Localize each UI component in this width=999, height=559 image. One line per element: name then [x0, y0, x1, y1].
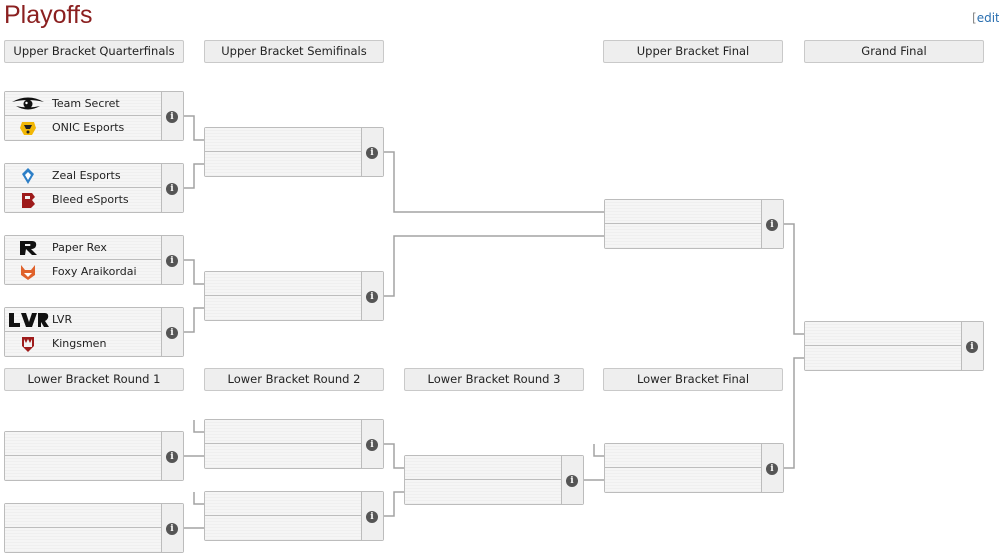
connector-lbr2-2 — [384, 491, 404, 517]
edit-link[interactable]: [edit — [972, 11, 999, 25]
info-icon[interactable]: i — [366, 439, 378, 451]
connector-qf2 — [184, 163, 204, 189]
header-lb-round3: Lower Bracket Round 3 — [404, 368, 584, 391]
header-lb-round1: Lower Bracket Round 1 — [4, 368, 184, 391]
team-name: Bleed eSports — [52, 193, 129, 206]
info-icon[interactable]: i — [366, 511, 378, 523]
team-name: Team Secret — [52, 97, 120, 110]
info-icon[interactable]: i — [166, 523, 178, 535]
team-slot-empty[interactable] — [205, 152, 361, 176]
edit-bracket: [ — [972, 11, 977, 25]
lvr-logo-icon — [9, 313, 49, 327]
team-slot-empty[interactable] — [205, 296, 361, 320]
info-icon[interactable]: i — [966, 341, 978, 353]
team-slot[interactable]: Kingsmen — [5, 332, 161, 356]
connector-sf1 — [384, 151, 604, 213]
connector-qf1 — [184, 115, 204, 141]
connector-qf3 — [184, 259, 204, 285]
match-lb-final[interactable]: i — [604, 443, 784, 493]
onic-esports-logo-icon — [20, 122, 36, 135]
team-slot-empty[interactable] — [805, 322, 961, 346]
match-ubsf-2[interactable]: i — [204, 271, 384, 321]
connector-drop-lbr2-1 — [193, 420, 204, 433]
match-ub-final[interactable]: i — [604, 199, 784, 249]
connector-qf4 — [184, 307, 204, 333]
match-lbr1-1[interactable]: i — [4, 431, 184, 481]
team-name: Foxy Araikordai — [52, 265, 137, 278]
team-slot-empty[interactable] — [5, 432, 161, 456]
bleed-esports-logo-icon — [22, 193, 35, 208]
team-slot-empty[interactable] — [605, 224, 761, 248]
info-icon[interactable]: i — [166, 327, 178, 339]
match-lbr2-2[interactable]: i — [204, 491, 384, 541]
header-ub-semifinals: Upper Bracket Semifinals — [204, 40, 384, 63]
match-lbr1-2[interactable]: i — [4, 503, 184, 553]
team-slot[interactable]: ONIC Esports — [5, 116, 161, 140]
team-slot[interactable]: Bleed eSports — [5, 188, 161, 212]
info-icon[interactable]: i — [366, 147, 378, 159]
team-slot-empty[interactable] — [205, 444, 361, 468]
team-slot-empty[interactable] — [205, 272, 361, 296]
page-title: Playoffs — [4, 1, 93, 29]
team-slot[interactable]: Foxy Araikordai — [5, 260, 161, 284]
team-slot-empty[interactable] — [605, 468, 761, 492]
match-lbr3[interactable]: i — [404, 455, 584, 505]
team-slot[interactable]: LVR — [5, 308, 161, 332]
team-slot-empty[interactable] — [5, 456, 161, 480]
match-ubqf-3[interactable]: Paper Rex Foxy Araikordai i — [4, 235, 184, 285]
match-ubsf-1[interactable]: i — [204, 127, 384, 177]
zeal-esports-logo-icon — [22, 168, 34, 184]
team-slot-empty[interactable] — [205, 420, 361, 444]
foxy-araikordai-logo-icon — [21, 265, 35, 280]
team-name: ONIC Esports — [52, 121, 125, 134]
info-icon[interactable]: i — [166, 183, 178, 195]
match-ubqf-2[interactable]: Zeal Esports Bleed eSports i — [4, 163, 184, 213]
team-secret-logo-icon — [12, 97, 44, 110]
connector-lbr2-1 — [384, 443, 404, 469]
team-name: Paper Rex — [52, 241, 107, 254]
connector-sf2 — [384, 235, 604, 297]
team-slot-empty[interactable] — [405, 456, 561, 480]
connector-ubf — [784, 223, 804, 335]
header-ub-final: Upper Bracket Final — [603, 40, 783, 63]
match-grand-final[interactable]: i — [804, 321, 984, 371]
header-lb-round2: Lower Bracket Round 2 — [204, 368, 384, 391]
team-name: Kingsmen — [52, 337, 107, 350]
team-slot-empty[interactable] — [5, 528, 161, 552]
match-ubqf-1[interactable]: Team Secret ONIC Esports i — [4, 91, 184, 141]
header-ub-quarterfinals: Upper Bracket Quarterfinals — [4, 40, 184, 63]
match-ubqf-4[interactable]: LVR Kingsmen i — [4, 307, 184, 357]
team-slot-empty[interactable] — [205, 492, 361, 516]
connector-lbf — [784, 357, 804, 469]
edit-link-text[interactable]: edit — [976, 11, 999, 25]
team-slot-empty[interactable] — [5, 504, 161, 528]
team-slot[interactable]: Zeal Esports — [5, 164, 161, 188]
connector-drop-lbr2-2 — [193, 492, 204, 505]
match-lbr2-1[interactable]: i — [204, 419, 384, 469]
team-slot-empty[interactable] — [805, 346, 961, 370]
team-slot-empty[interactable] — [205, 516, 361, 540]
team-slot-empty[interactable] — [605, 200, 761, 224]
team-slot[interactable]: Paper Rex — [5, 236, 161, 260]
connector-drop-lbf — [593, 444, 604, 457]
team-name: Zeal Esports — [52, 169, 121, 182]
team-name: LVR — [52, 313, 73, 326]
info-icon[interactable]: i — [166, 451, 178, 463]
team-slot-empty[interactable] — [605, 444, 761, 468]
info-icon[interactable]: i — [566, 475, 578, 487]
info-icon[interactable]: i — [166, 111, 178, 123]
info-icon[interactable]: i — [166, 255, 178, 267]
info-icon[interactable]: i — [766, 219, 778, 231]
info-icon[interactable]: i — [766, 463, 778, 475]
team-slot[interactable]: Team Secret — [5, 92, 161, 116]
team-slot-empty[interactable] — [405, 480, 561, 504]
header-lb-final: Lower Bracket Final — [603, 368, 783, 391]
kingsmen-logo-icon — [22, 337, 34, 352]
header-grand-final: Grand Final — [804, 40, 984, 63]
info-icon[interactable]: i — [366, 291, 378, 303]
paper-rex-logo-icon — [20, 241, 37, 255]
team-slot-empty[interactable] — [205, 128, 361, 152]
